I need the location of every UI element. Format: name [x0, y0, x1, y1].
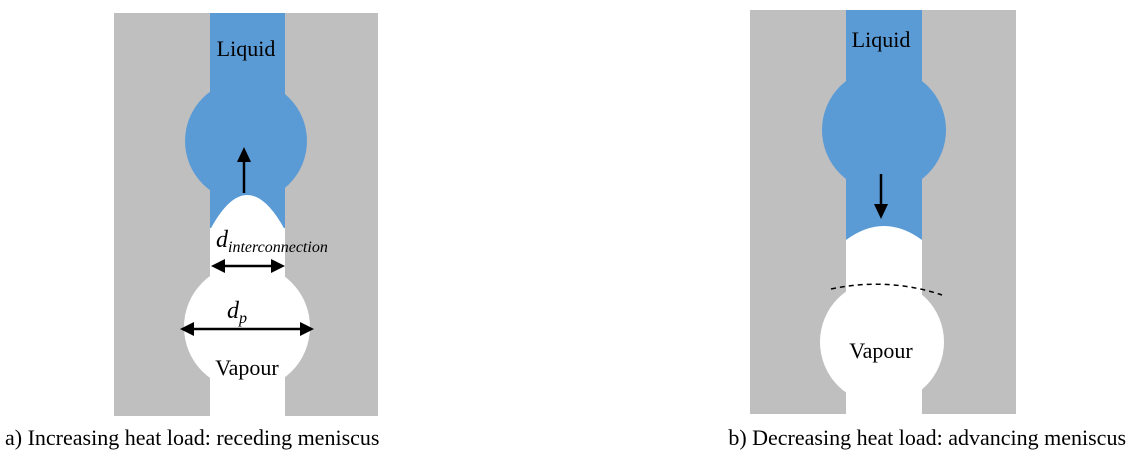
- panel-a-caption: a) Increasing heat load: receding menisc…: [5, 425, 379, 450]
- panel-a-interconnection-arrowhead-left: [211, 259, 225, 273]
- panel-a-pore-subscript: p: [238, 310, 247, 327]
- panel-a-meniscus: [210, 195, 285, 245]
- panel-a-pore-arrowhead-left: [180, 322, 194, 336]
- panel-b: Liquid Vapour: [750, 10, 1016, 414]
- panel-b-meniscus: [846, 226, 922, 250]
- panel-a-pore-label: dp: [227, 298, 247, 327]
- panel-b-vapour-pore: [820, 280, 944, 404]
- panel-a-flow-arrowhead: [237, 147, 251, 162]
- panel-a-pore-arrowhead-right: [300, 322, 314, 336]
- panel-a-interconnection-label: dinterconnection: [216, 227, 328, 256]
- panel-b-flow-arrowhead: [874, 204, 888, 219]
- panel-b-vapour-label: Vapour: [849, 338, 913, 363]
- panel-b-dashed-meniscus: [830, 283, 943, 296]
- panel-b-liquid-label: Liquid: [852, 27, 911, 52]
- panel-a-liquid-pore: [185, 80, 307, 202]
- panel-a-interconnection-arrowhead-right: [271, 259, 285, 273]
- panel-a-liquid-label: Liquid: [217, 36, 276, 61]
- panel-a-vapour-pore: [184, 264, 310, 390]
- panel-b-liquid-pore: [822, 68, 946, 192]
- panel-a-vapour-label: Vapour: [215, 355, 279, 380]
- panel-b-caption: b) Decreasing heat load: advancing menis…: [728, 425, 1126, 450]
- panel-a: Liquid dinterconnection dp Vapour: [114, 13, 378, 416]
- panel-a-interconnection-subscript: interconnection: [228, 239, 328, 256]
